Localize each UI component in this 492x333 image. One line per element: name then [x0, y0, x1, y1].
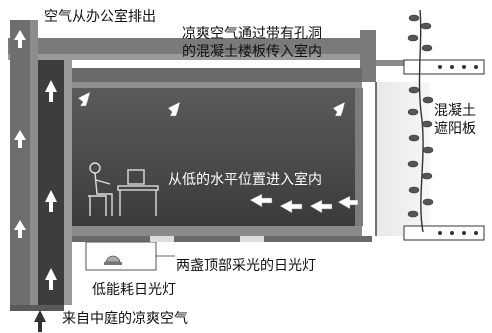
roof-slab	[8, 38, 370, 60]
facade-glazing	[376, 82, 430, 236]
room-exhaust-arrows	[77, 91, 346, 117]
shade-label-line1: 混凝土	[434, 103, 476, 119]
exhaust-label: 空气从办公室排出	[44, 9, 156, 25]
low-energy-lamp	[85, 241, 157, 271]
dual-lamp-label: 两盏顶部采光的日光灯	[176, 258, 316, 274]
ceiling-lights	[150, 236, 264, 242]
window-sill	[355, 88, 363, 226]
exhaust-shaft	[10, 20, 38, 310]
planter-top	[403, 59, 485, 75]
supply-up-arrows	[45, 80, 57, 290]
slab-label-line2: 的混凝土楼板传入室内	[182, 44, 322, 60]
office-worker	[88, 162, 113, 216]
courtyard-arrow	[34, 310, 46, 332]
slab-label-line1: 凉爽空气通过带有孔洞	[182, 26, 322, 42]
perforated-slab	[72, 68, 362, 88]
desk-with-monitor	[117, 169, 159, 216]
exhaust-up-arrows	[14, 30, 26, 238]
courtyard-label: 来自中庭的凉爽空气	[62, 311, 188, 327]
supply-shaft	[38, 60, 72, 305]
ground-base	[10, 305, 64, 311]
low-entry-arrows	[249, 193, 359, 214]
shade-label-line2: 遮阳板	[434, 121, 476, 137]
low-energy-lamp-label: 低能耗日光灯	[92, 282, 176, 298]
lower-slab	[72, 226, 372, 242]
low-entry-label: 从低的水平位置进入室内	[168, 172, 322, 188]
planter-bottom	[403, 225, 485, 241]
climbing-plant	[407, 9, 434, 233]
